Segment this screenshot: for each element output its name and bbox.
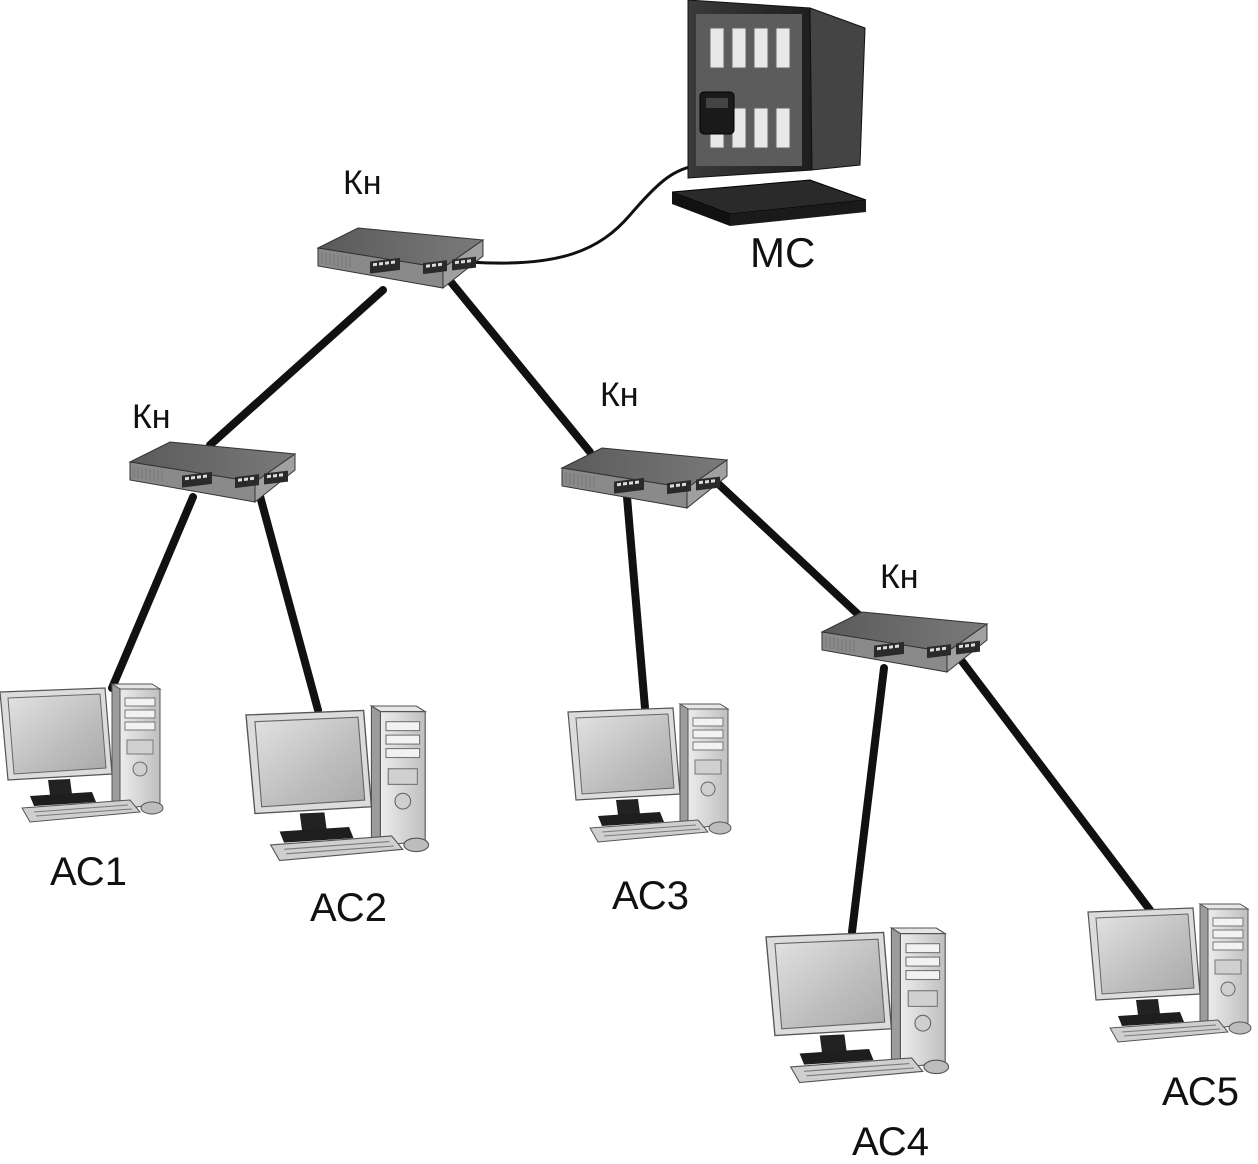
switch-root [317,227,484,289]
cable-right-ac4 [848,664,888,936]
server-rack [671,0,867,226]
workstation-ac4 [765,927,950,1084]
label-switch-left: Кн [132,398,171,436]
label-ac3: АС3 [612,874,689,918]
label-ac1: АС1 [50,850,127,894]
cable-middle-right [708,474,866,622]
workstation-ac1 [0,683,164,823]
cable-root-server [468,163,702,265]
workstation-ac5 [1087,903,1252,1043]
label-switch-right: Кн [880,558,919,596]
cable-left-ac2 [253,481,322,714]
cable-middle-ac3 [623,493,649,712]
switch-left [129,441,296,503]
cables [108,163,1154,936]
workstation-ac2 [245,705,430,862]
cable-right-ac5 [951,648,1154,914]
label-server: МС [750,229,816,276]
label-ac5: АС5 [1162,1070,1239,1114]
label-switch-middle: Кн [600,376,639,414]
label-ac4: АС4 [852,1120,929,1164]
cable-root-left [206,286,387,449]
switch-middle [561,447,728,509]
label-ac2: АС2 [310,886,387,930]
workstation-ac3 [567,703,732,843]
label-switch-root: Кн [343,164,382,202]
cable-root-middle [442,272,594,456]
cable-left-ac1 [108,493,197,692]
